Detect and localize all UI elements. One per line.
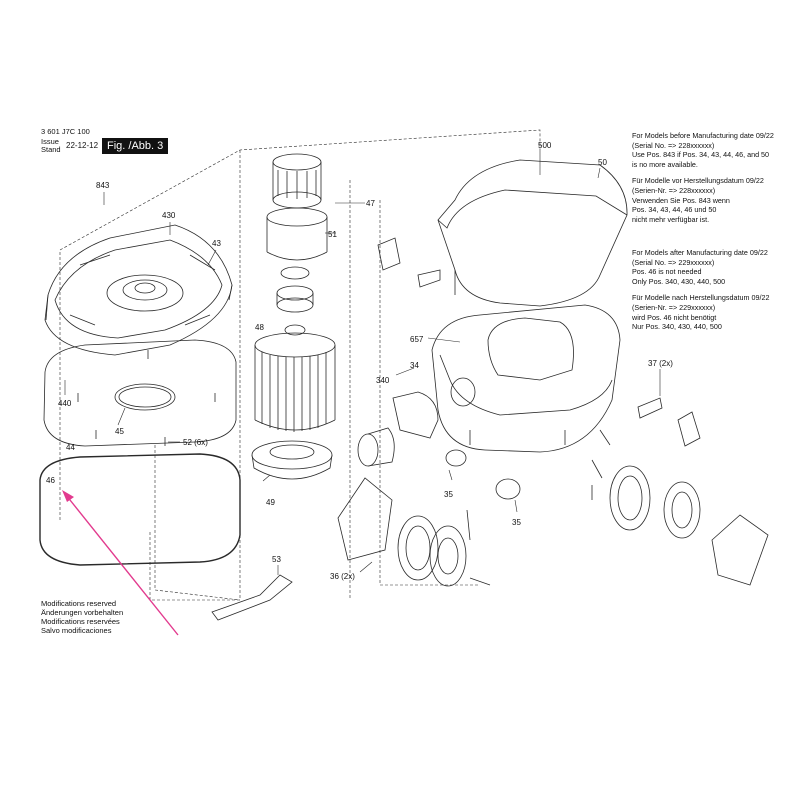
callout-52: 52 (6x): [183, 438, 208, 447]
small-washer-part: [284, 324, 306, 336]
modifications-line: Modifications reservées: [41, 617, 120, 626]
stand-label: Stand: [41, 145, 61, 154]
note-line: (Serien-Nr. => 228xxxxxx): [632, 185, 716, 195]
model-number: 3 601 J7C 100: [41, 127, 90, 136]
notes-before-block: For Models before Manufacturing date 09/…: [632, 131, 792, 224]
note-line: Nur Pos. 340, 430, 440, 500: [632, 322, 722, 332]
figure-tag: Fig. /Abb. 3: [102, 138, 169, 154]
callout-48: 48: [255, 323, 264, 332]
assembly-guide-lines: [59, 129, 541, 601]
modifications-line: Salvo modificaciones: [41, 626, 112, 635]
callout-340: 340: [376, 376, 390, 385]
latch-small-part: [417, 269, 441, 288]
callout-440: 440: [58, 399, 72, 408]
washer-part: [280, 266, 310, 280]
container-500-part: [437, 159, 628, 307]
pointer-arrow-icon: [62, 490, 179, 636]
note-line: (Serial No. => 229xxxxxx): [632, 257, 715, 267]
note-line: Für Modelle vor Herstellungsdatum 09/22: [632, 176, 764, 186]
callout-430: 430: [162, 211, 176, 220]
callout-53: 53: [272, 555, 281, 564]
callout-46: 46: [46, 476, 55, 485]
note-line: is no more available.: [632, 159, 698, 169]
callout-47: 47: [366, 199, 375, 208]
plate-49-part: [251, 440, 333, 480]
note-line: (Serial No. => 228xxxxxx): [632, 140, 715, 150]
callout-843: 843: [96, 181, 110, 190]
callout-37: 37 (2x): [648, 359, 673, 368]
note-line: Only Pos. 340, 430, 440, 500: [632, 276, 726, 286]
clips-37-part: [637, 397, 701, 447]
filter-48-part: [254, 332, 336, 432]
caster-35-part: [445, 449, 521, 500]
callout-43: 43: [212, 239, 221, 248]
callout-36: 36 (2x): [330, 572, 355, 581]
note-line: Use Pos. 843 if Pos. 34, 43, 44, 46, and…: [632, 150, 770, 160]
note-line: For Models after Manufacturing date 09/2…: [632, 248, 768, 257]
callout-34: 34: [410, 361, 419, 370]
modifications-line: Modifications reserved: [41, 599, 117, 608]
callout-50: 50: [598, 158, 607, 167]
gasket-440-part: [43, 339, 237, 447]
axle-pins-part: [466, 429, 611, 586]
callout-49: 49: [266, 498, 275, 507]
note-line: Verwenden Sie Pos. 843 wenn: [632, 195, 730, 205]
issue-date: 22-12-12: [66, 141, 99, 150]
modifications-notice: Modifications reserved Änderungen vorbeh…: [41, 599, 123, 635]
tool-53-part: [211, 574, 293, 621]
filter-cage-47-part: [272, 153, 322, 209]
note-line: nicht mehr verfügbar ist.: [632, 214, 710, 224]
callout-35-left: 35: [444, 490, 453, 499]
note-line: For Models before Manufacturing date 09/…: [632, 131, 774, 140]
note-line: Pos. 46 is not needed: [632, 267, 702, 277]
modifications-line: Änderungen vorbehalten: [41, 608, 124, 617]
spacer-part: [276, 285, 314, 313]
wheel-36-left-part: [337, 477, 467, 587]
callout-44: 44: [66, 443, 75, 452]
callout-657: 657: [410, 335, 424, 344]
issue-label: Issue: [41, 137, 59, 146]
screws-52-part: [77, 350, 216, 446]
note-line: Pos. 34, 43, 44, 46 und 50: [632, 205, 717, 215]
connector-340-part: [357, 391, 439, 467]
latch-part: [377, 237, 401, 271]
lid-assembly-part: [44, 224, 233, 356]
callout-51: 51: [328, 230, 337, 239]
note-line: wird Pos. 46 nicht benötigt: [632, 312, 717, 322]
callout-45: 45: [115, 427, 124, 436]
callout-35-right: 35: [512, 518, 521, 527]
seal-ring-45-part: [114, 383, 176, 411]
note-line: (Serien-Nr. => 229xxxxxx): [632, 302, 716, 312]
note-line: Für Modelle nach Herstellungsdatum 09/22: [632, 293, 770, 303]
leader-lines: [64, 150, 661, 575]
housing-34-part: [431, 304, 621, 453]
callout-500: 500: [538, 141, 552, 150]
notes-after-block: For Models after Manufacturing date 09/2…: [632, 248, 792, 332]
seal-46-part: [39, 453, 241, 566]
callout-labels: 843 430 43 440 45 44 52 (6x) 46 500 50 4…: [46, 141, 673, 581]
cylinder-51-part: [266, 207, 328, 261]
wheel-36-right-part: [609, 465, 769, 586]
